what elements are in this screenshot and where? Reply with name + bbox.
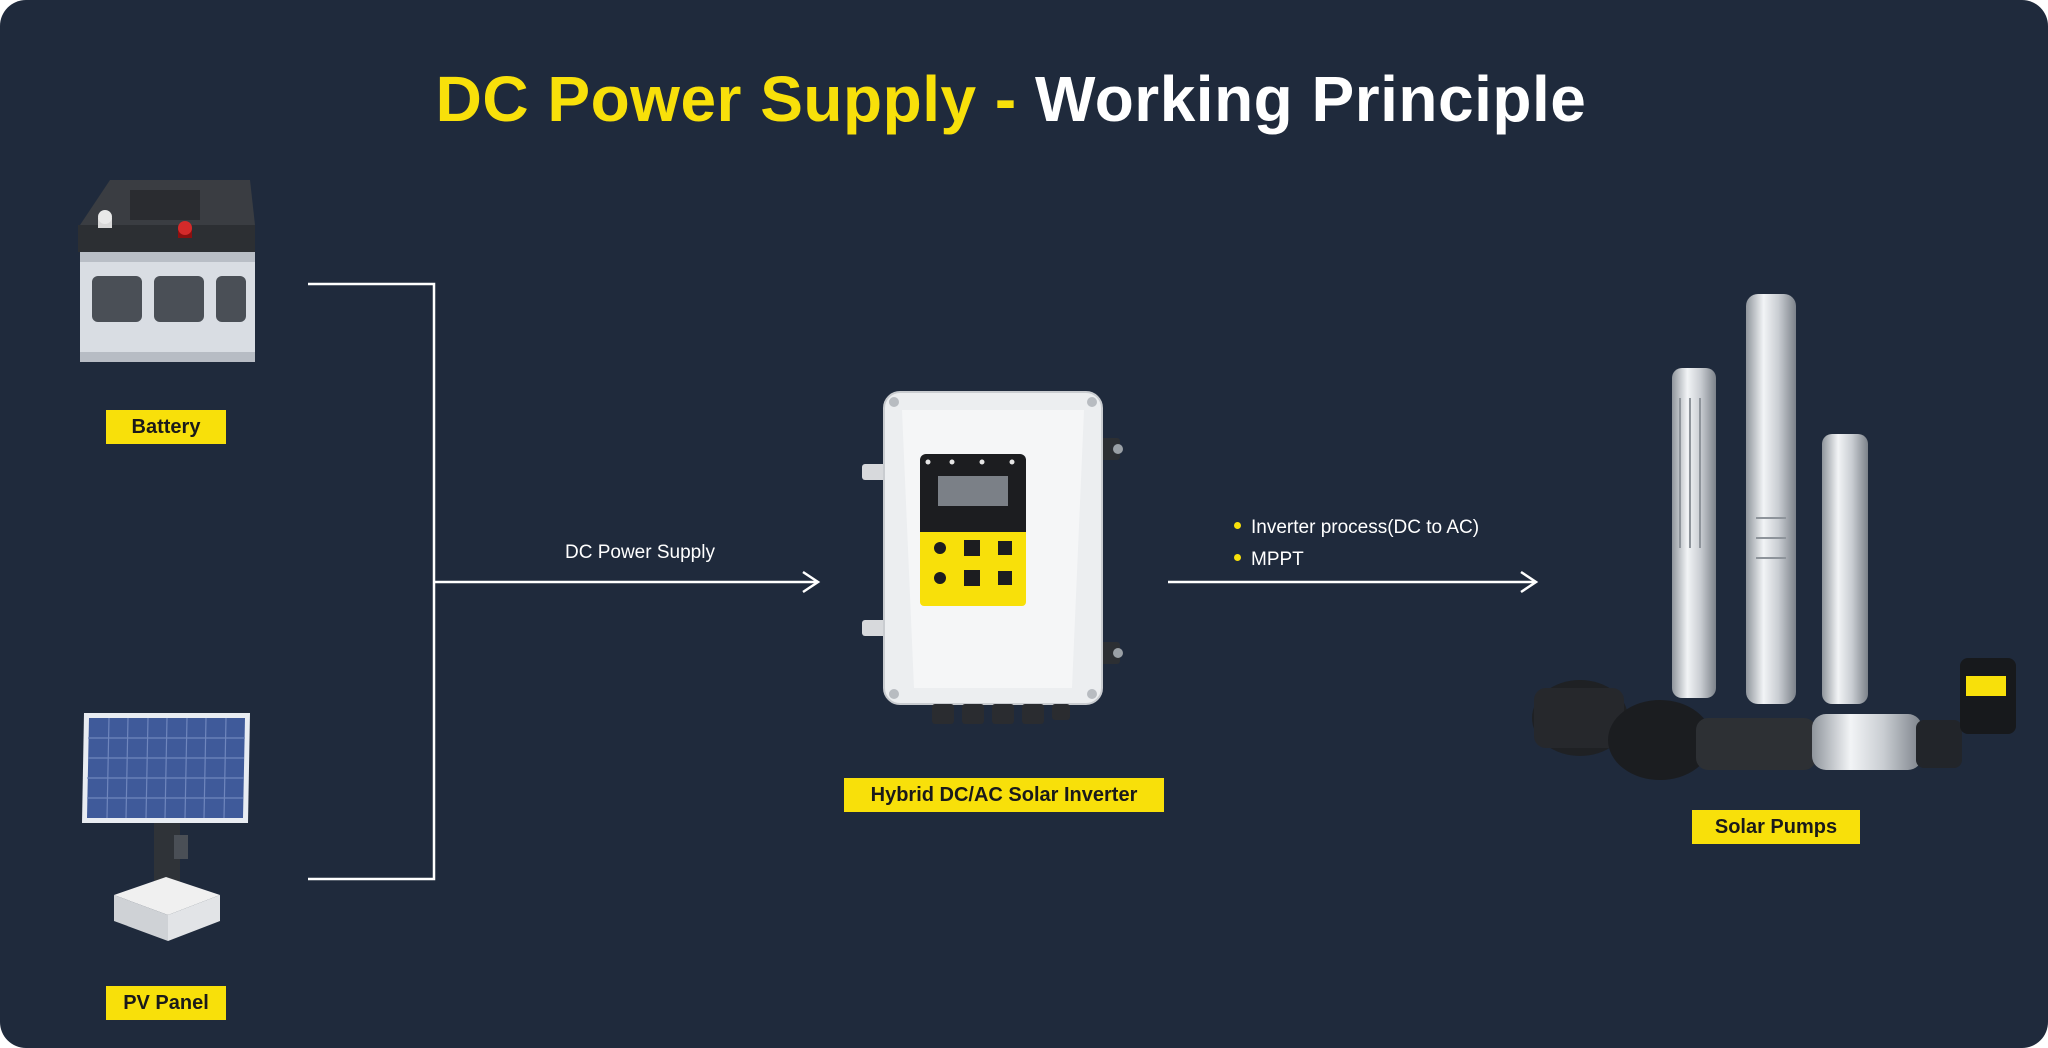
output-process-list: Inverter process(DC to AC) MPPT (1234, 514, 1479, 578)
source-bracket (308, 284, 434, 879)
solar-pumps-icon (1520, 288, 2020, 798)
pv-panel-label: PV Panel (106, 986, 226, 1020)
solar-pumps-label: Solar Pumps (1692, 810, 1860, 844)
bullet-mppt: MPPT (1234, 546, 1479, 578)
bullet-inverter-process: Inverter process(DC to AC) (1234, 514, 1479, 546)
inverter-label: Hybrid DC/AC Solar Inverter (844, 778, 1164, 812)
inverter-icon (862, 388, 1152, 738)
battery-label: Battery (106, 410, 226, 444)
bullet-dot-icon (1234, 522, 1241, 529)
bullet-dot-icon (1234, 554, 1241, 561)
dc-power-supply-label: DC Power Supply (565, 542, 715, 564)
battery-icon (70, 170, 270, 380)
solar-panel-icon (70, 705, 270, 945)
